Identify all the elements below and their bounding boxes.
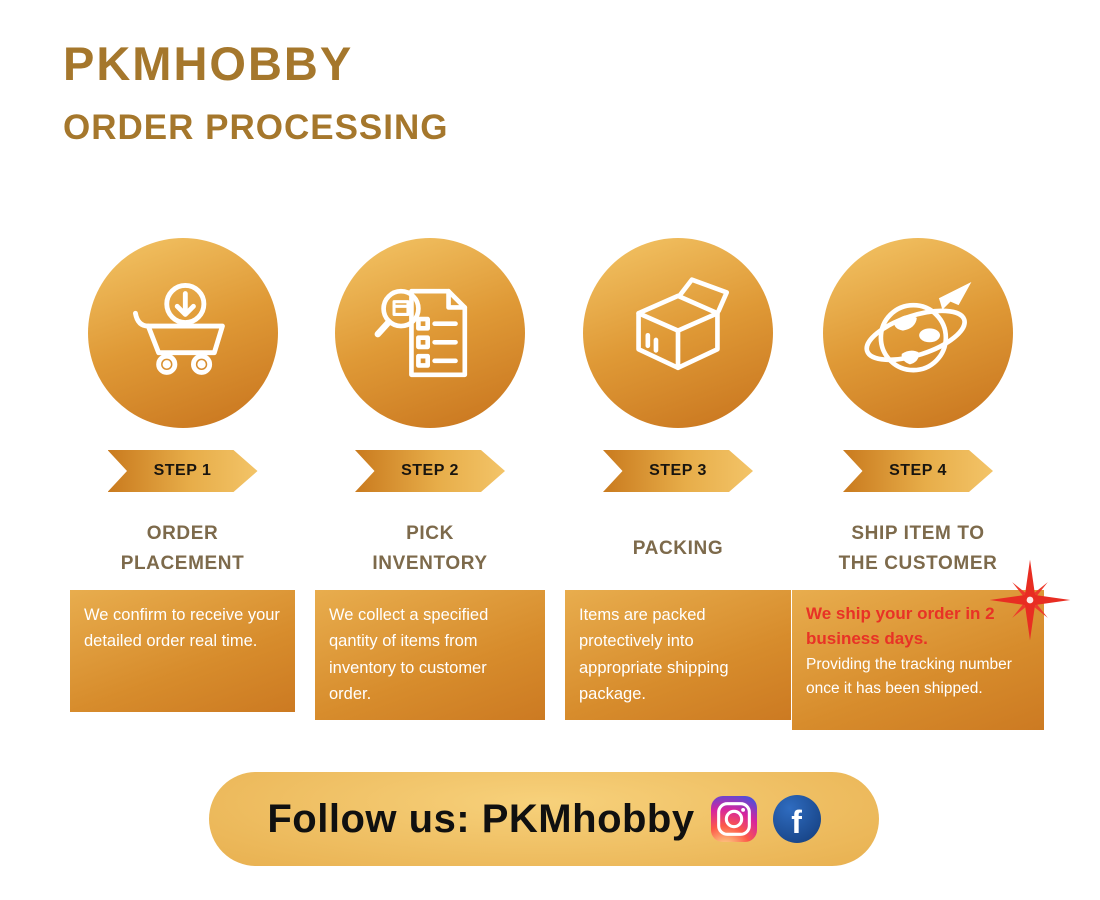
step-column-3: STEP 3 PACKING Items are packed protecti… <box>565 238 791 720</box>
step-1-badge: STEP 1 <box>107 450 258 492</box>
step-3-title: PACKING <box>632 537 724 559</box>
follow-banner: Follow us: PKMhobby f <box>209 772 879 866</box>
step-4-highlight: We ship your order in 2 business days. <box>806 604 995 648</box>
checklist-search-icon <box>374 288 468 378</box>
facebook-icon[interactable]: f <box>772 795 821 843</box>
page-title: ORDER PROCESSING <box>63 108 449 147</box>
step-1-circle <box>87 238 278 428</box>
step-2-description: We collect a specified qantity of items … <box>315 590 545 720</box>
step-2-title: PICK INVENTORY <box>372 522 488 574</box>
step-1-description: We confirm to receive your detailed orde… <box>70 590 295 712</box>
step-4-title: SHIP ITEM TO THE CUSTOMER <box>838 522 998 574</box>
step-column-2: STEP 2 PICK INVENTORY We collect a speci… <box>315 238 545 720</box>
step-2-badge: STEP 2 <box>355 450 505 492</box>
step-3-badge: STEP 3 <box>603 450 753 492</box>
follow-text: Follow us: PKMhobby <box>267 796 695 841</box>
globe-plane-icon <box>864 281 972 373</box>
step-4-description: Providing the tracking number once it ha… <box>806 656 1012 698</box>
brand-title: PKMHOBBY <box>63 37 354 90</box>
step-column-4: STEP 4 SHIP ITEM TO THE CUSTOMER We ship… <box>792 238 1071 730</box>
step-2-circle <box>335 238 525 428</box>
step-1-title: ORDER PLACEMENT <box>120 522 245 574</box>
step-3-circle <box>583 238 773 428</box>
cart-download-icon <box>132 283 225 375</box>
instagram-icon[interactable] <box>710 796 757 842</box>
package-box-icon <box>636 277 730 371</box>
step-column-1: STEP 1 ORDER PLACEMENT We confirm to rec… <box>70 238 295 712</box>
step-4-circle <box>823 238 1013 428</box>
step-3-description: Items are packed protectively into appro… <box>565 590 791 720</box>
step-4-badge: STEP 4 <box>843 450 993 492</box>
step-4-description-box: We ship your order in 2 business days. P… <box>792 559 1071 730</box>
